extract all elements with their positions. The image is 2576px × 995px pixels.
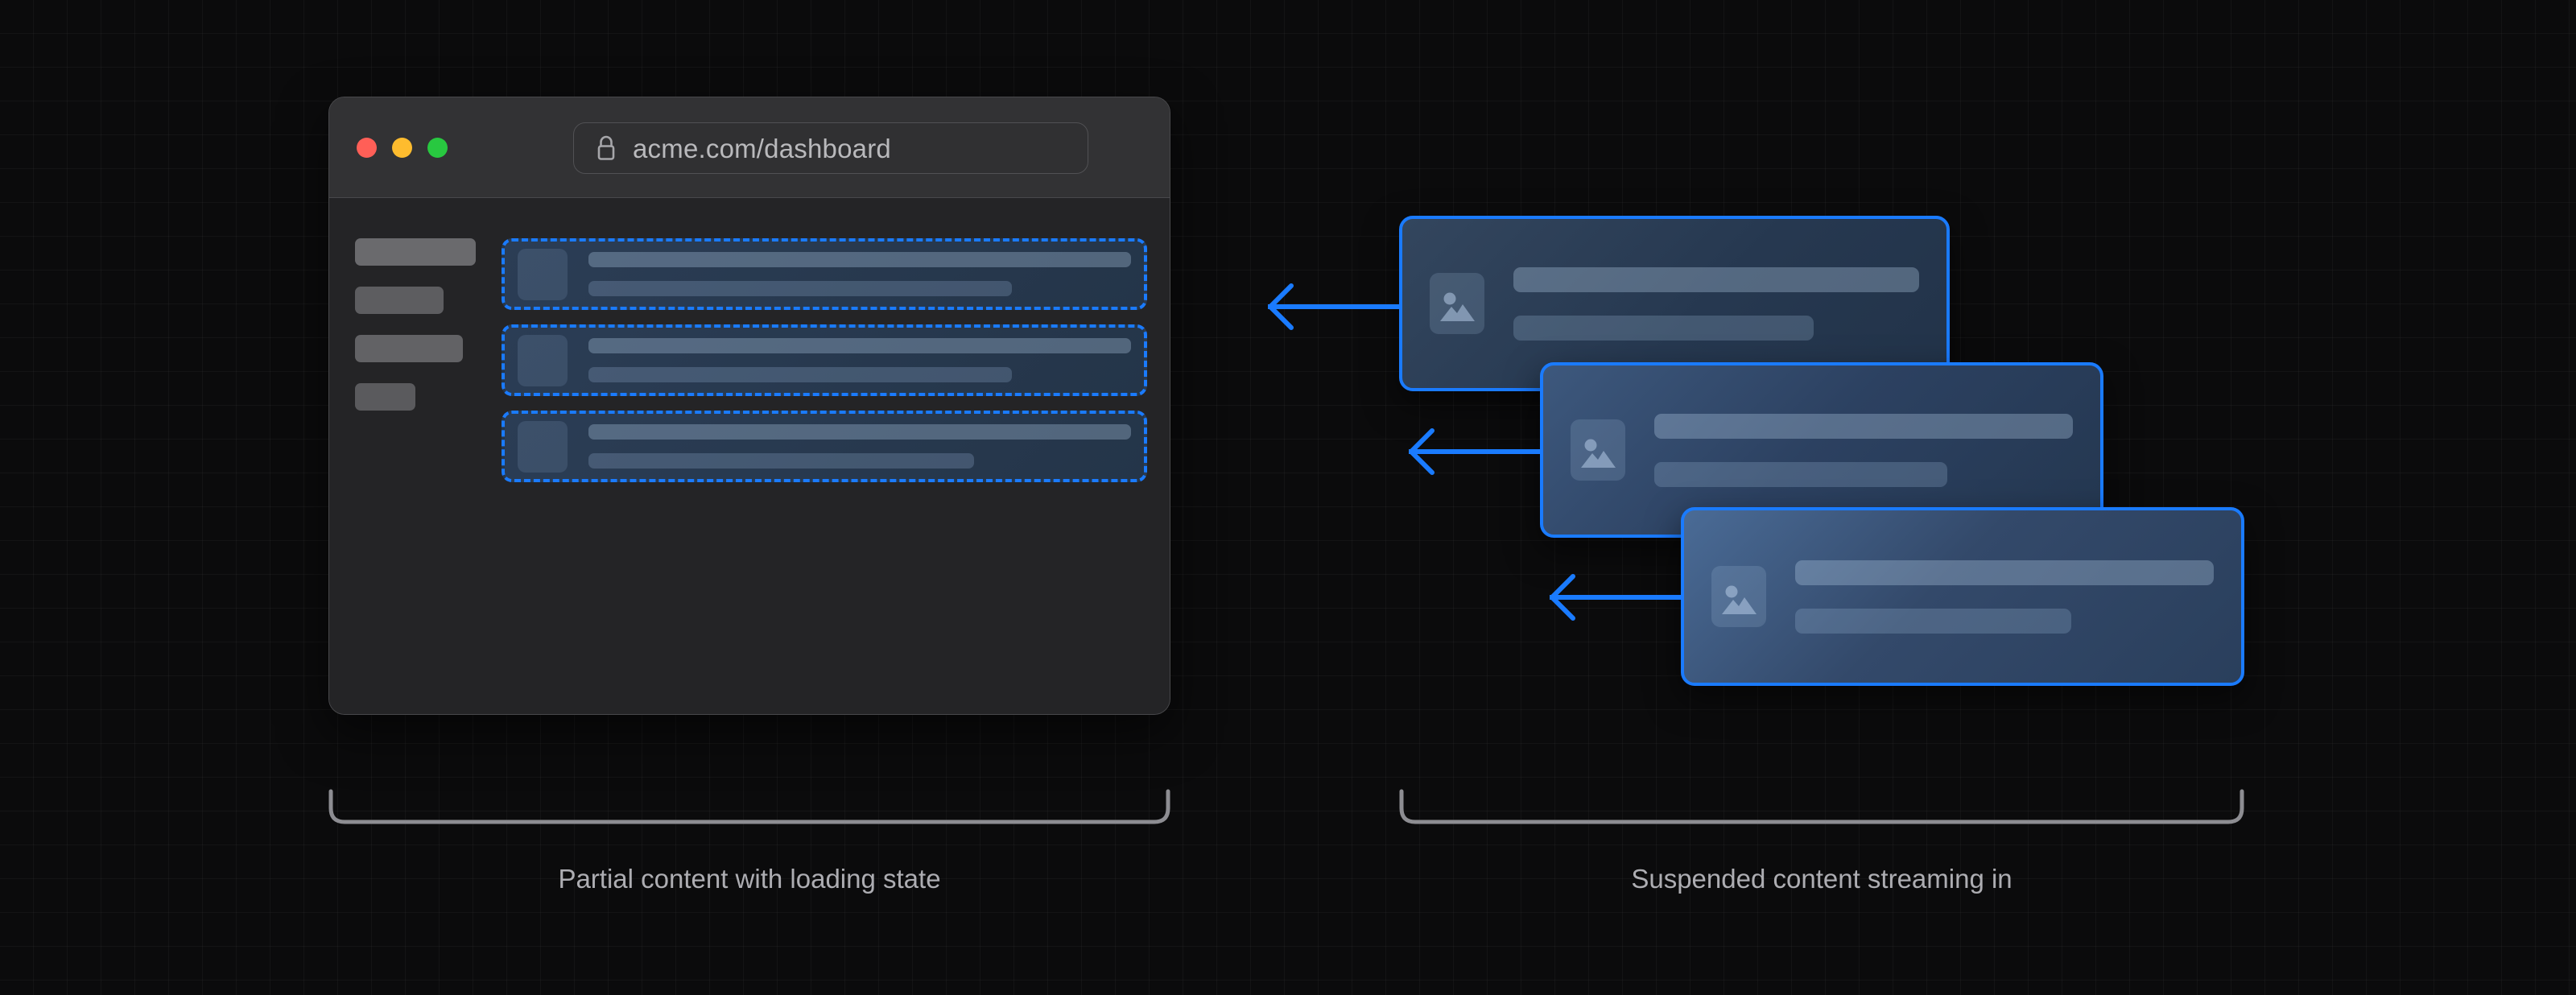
skeleton-line-secondary — [1795, 608, 2072, 634]
skeleton-line-primary — [588, 338, 1131, 353]
image-placeholder-icon — [1430, 273, 1484, 334]
sidebar-skeleton-4 — [355, 383, 415, 411]
skeleton-line-secondary — [1654, 461, 1947, 487]
skeleton-line-primary — [1654, 413, 2073, 439]
arrow-card-1 — [1268, 283, 1402, 330]
arrow-card-3 — [1550, 574, 1683, 621]
url-bar[interactable]: acme.com/dashboard — [573, 122, 1088, 174]
skeleton-line-secondary — [588, 453, 974, 469]
sidebar-skeleton-1 — [355, 238, 476, 266]
window-body — [329, 198, 1170, 714]
skeleton-line-secondary — [588, 281, 1012, 296]
arrow-card-2 — [1409, 428, 1542, 475]
app-sidebar — [355, 221, 476, 688]
skeleton-line-primary — [588, 424, 1131, 440]
text-skeleton-group — [588, 338, 1131, 382]
skeleton-line-secondary — [588, 367, 1012, 382]
text-skeleton-group — [588, 252, 1131, 296]
loading-row-3[interactable] — [502, 411, 1147, 482]
text-skeleton-group — [1795, 559, 2214, 634]
skeleton-line-primary — [1513, 266, 1919, 292]
text-skeleton-group — [1513, 266, 1919, 341]
minimize-button[interactable] — [392, 137, 412, 158]
stream-card-3[interactable] — [1681, 507, 2244, 686]
browser-window: acme.com/dashboard — [328, 97, 1170, 715]
app-content — [502, 221, 1147, 688]
skeleton-line-primary — [1795, 559, 2214, 585]
caption-left: Partial content with loading state — [558, 864, 941, 894]
image-placeholder-icon — [518, 248, 568, 300]
sidebar-skeleton-2 — [355, 287, 444, 314]
image-placeholder-icon — [518, 420, 568, 473]
image-placeholder-icon — [1571, 419, 1625, 481]
traffic-light-group — [357, 137, 448, 158]
image-placeholder-icon — [1711, 566, 1766, 627]
caption-right: Suspended content streaming in — [1631, 864, 2013, 894]
loading-row-1[interactable] — [502, 238, 1147, 310]
close-button[interactable] — [357, 137, 377, 158]
browser-chrome: acme.com/dashboard — [329, 97, 1170, 198]
skeleton-line-primary — [588, 252, 1131, 267]
stream-card-1[interactable] — [1399, 216, 1950, 391]
bracket-right — [1399, 789, 2244, 824]
lock-icon — [597, 135, 615, 160]
loading-row-2[interactable] — [502, 324, 1147, 396]
text-skeleton-group — [588, 424, 1131, 469]
image-placeholder-icon — [518, 334, 568, 386]
skeleton-line-secondary — [1513, 315, 1814, 341]
bracket-left — [328, 789, 1170, 824]
text-skeleton-group — [1654, 413, 2073, 487]
sidebar-skeleton-3 — [355, 335, 463, 362]
url-text: acme.com/dashboard — [633, 133, 891, 163]
maximize-button[interactable] — [427, 137, 448, 158]
